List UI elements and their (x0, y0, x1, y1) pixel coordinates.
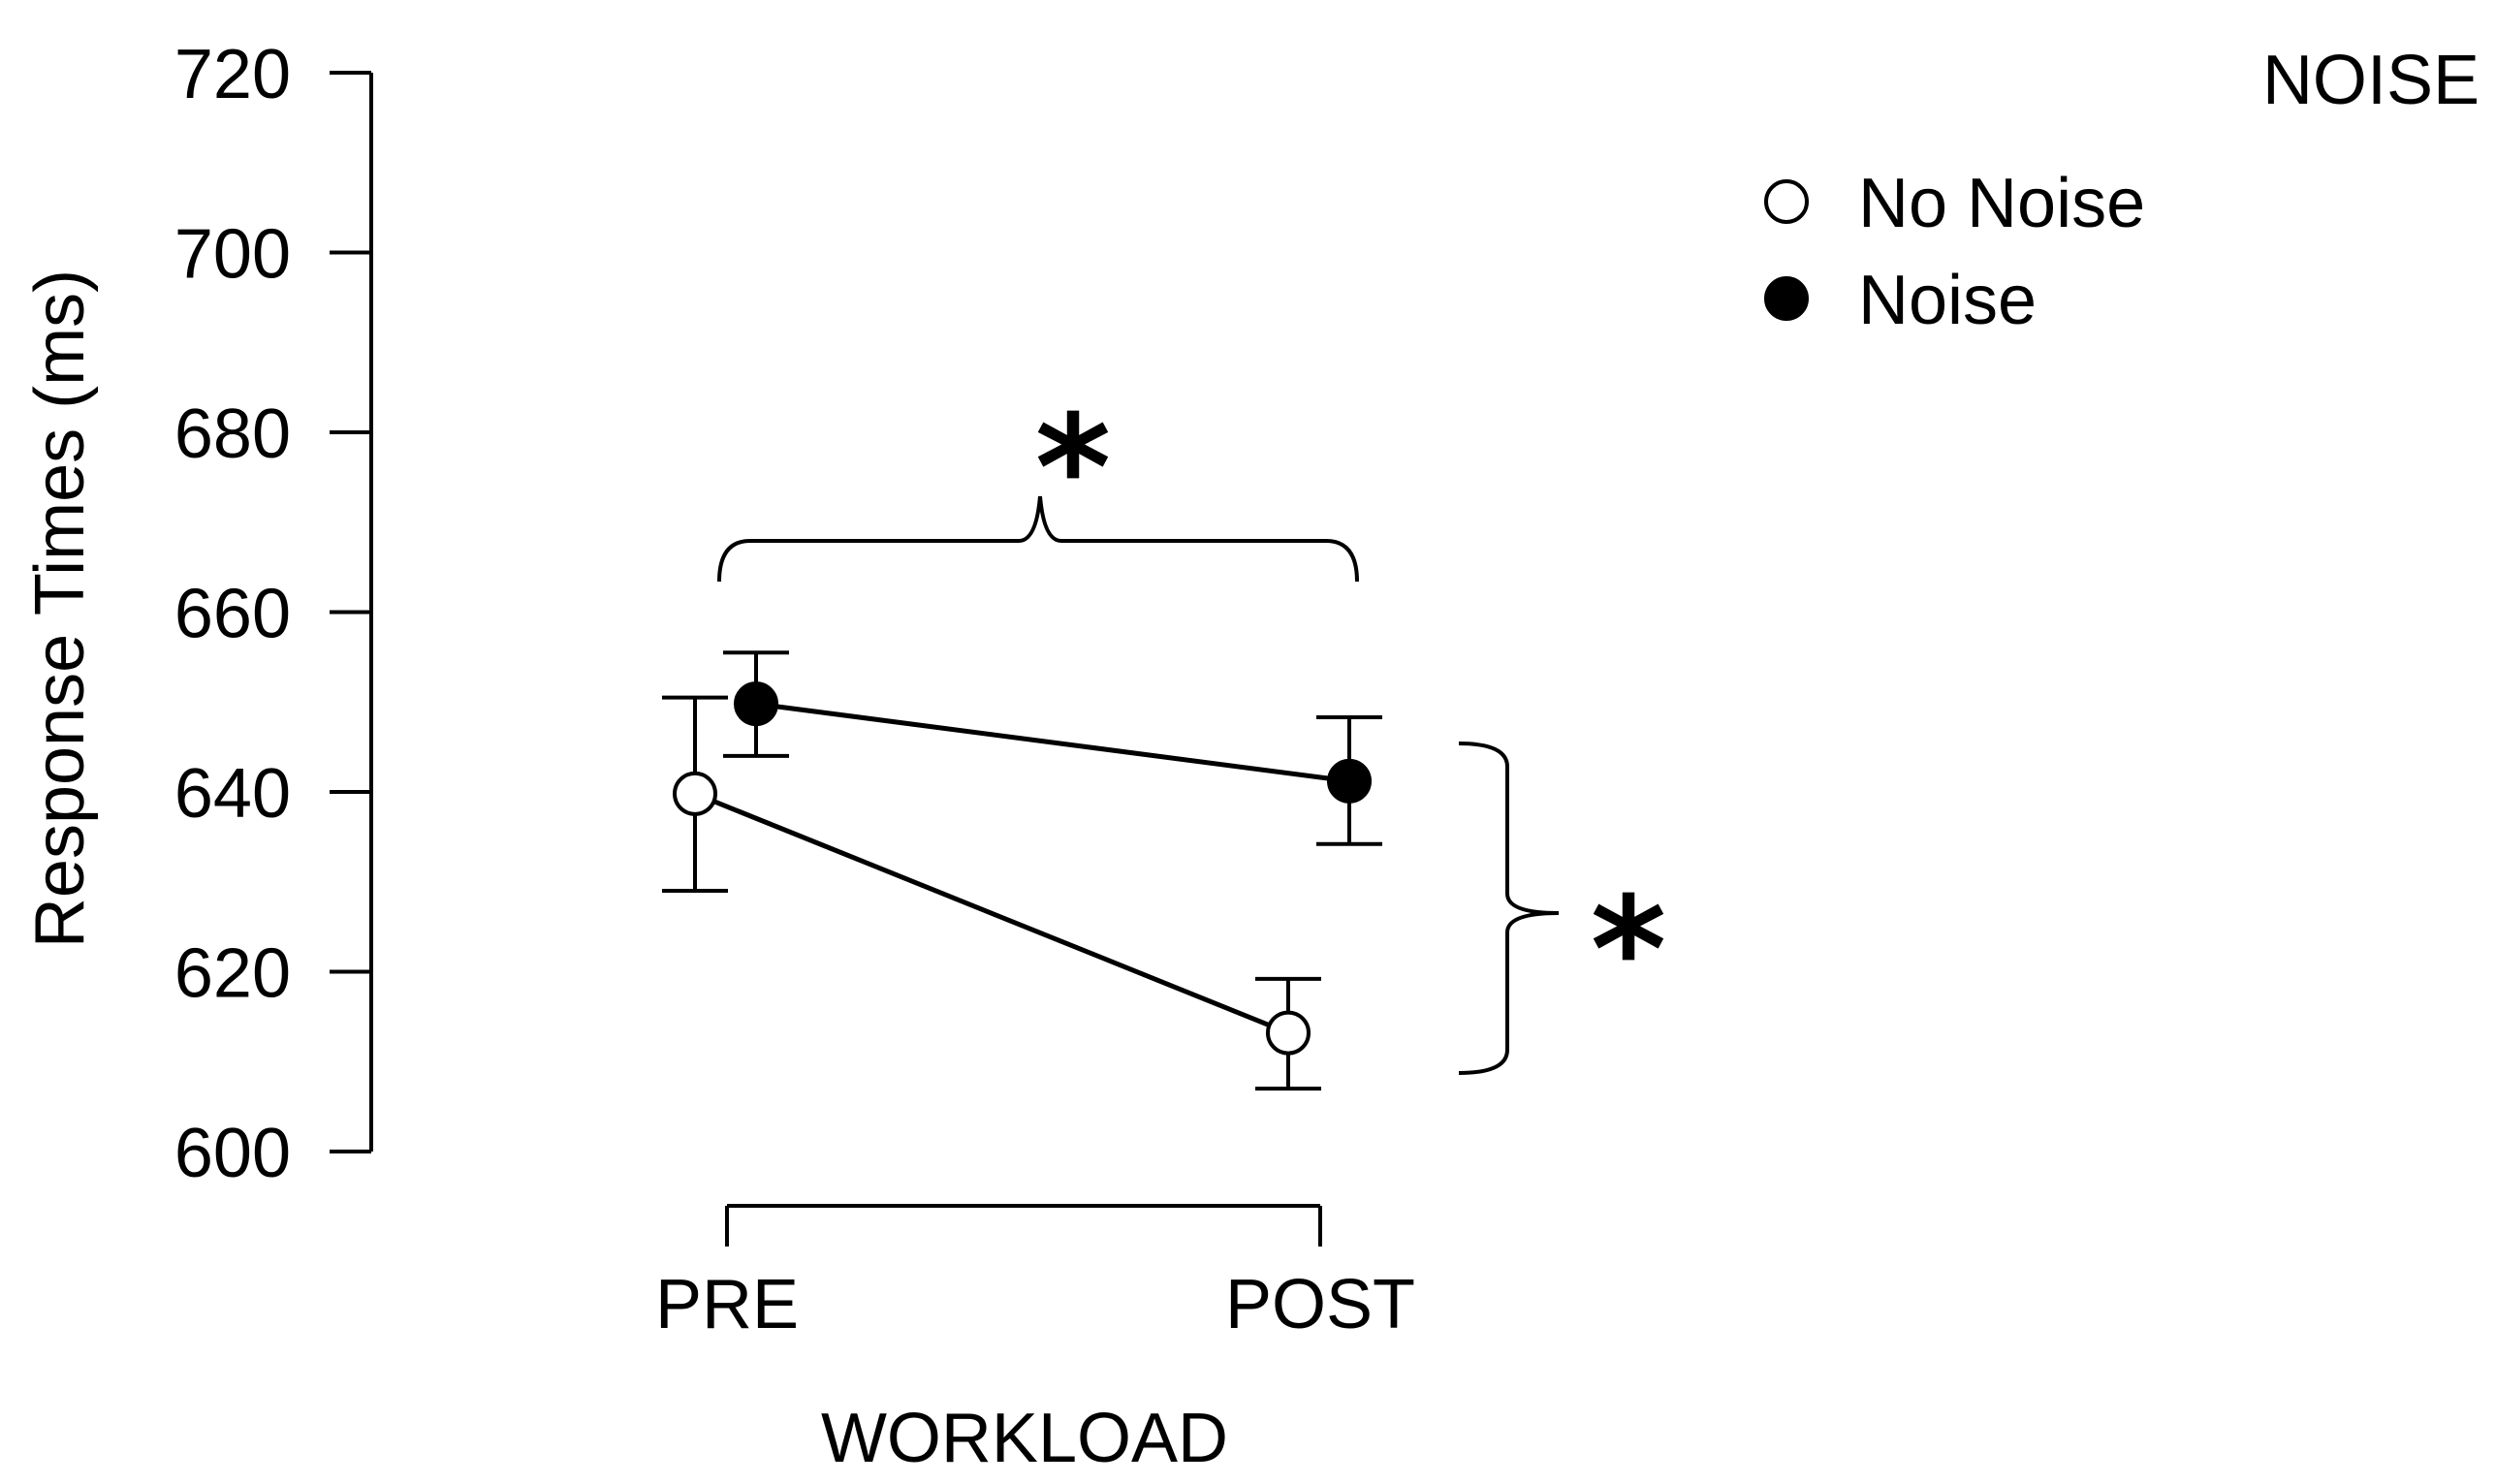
data-point (734, 681, 778, 727)
significance-star-workload: * (1035, 385, 1111, 553)
data-point (673, 771, 717, 816)
series-line (694, 791, 1289, 1035)
significance-star-noise: * (1591, 867, 1666, 1035)
legend-label: No Noise (1858, 165, 2145, 242)
y-tick-label: 600 (174, 1115, 291, 1192)
x-axis-title: WORKLOAD (821, 1400, 1228, 1477)
data-point (1266, 1010, 1311, 1056)
x-tick-label: POST (1225, 1266, 1415, 1343)
legend-label: Noise (1858, 262, 2037, 339)
series-noise (723, 650, 1382, 846)
noise-brace (1458, 742, 1560, 1075)
y-tick-label: 700 (174, 216, 291, 294)
legend-marker (1764, 179, 1809, 224)
x-axis: PRE POST (655, 1204, 1415, 1343)
data-point (1327, 758, 1372, 804)
y-tick-label: 720 (174, 36, 291, 113)
y-axis: 600 620 640 660 680 700 720 (174, 36, 373, 1192)
y-axis-title: Response Times (ms) (21, 269, 99, 948)
y-tick-label: 680 (174, 395, 291, 473)
significance-annotations: ** (717, 385, 1666, 1075)
legend-title: NOISE (2262, 42, 2480, 119)
x-tick-label: PRE (655, 1266, 799, 1343)
y-tick-label: 660 (174, 576, 291, 653)
y-tick-label: 640 (174, 755, 291, 833)
workload-brace (717, 495, 1359, 583)
legend-marker (1764, 276, 1809, 321)
y-tick-label: 620 (174, 935, 291, 1013)
series-no-noise (662, 695, 1321, 1091)
plot-series (662, 650, 1382, 1091)
series-line (755, 701, 1350, 784)
